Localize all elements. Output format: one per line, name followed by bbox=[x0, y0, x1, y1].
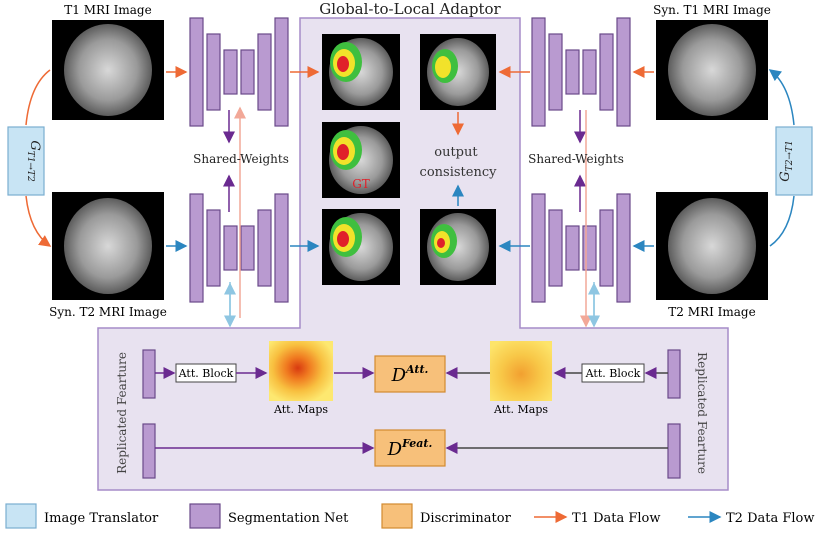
seg-output-t2 bbox=[322, 209, 400, 285]
att-map-left-label: Att. Maps bbox=[273, 403, 328, 416]
translator-t1-to-t2: GT1→T2 bbox=[7, 126, 45, 196]
legend-swatch-discriminator bbox=[381, 503, 413, 529]
syn-t2-image-label: Syn. T2 MRI Image bbox=[49, 305, 167, 319]
translator-right-in-arrow bbox=[769, 195, 795, 247]
seg-output-syn-t1 bbox=[420, 34, 496, 110]
att-map-left bbox=[269, 341, 333, 401]
segnet-right-top bbox=[531, 17, 631, 127]
discriminator-att-label: DAtt. bbox=[391, 363, 429, 386]
seg-output-t1 bbox=[322, 34, 400, 110]
discriminator-feat-label: DFeat. bbox=[387, 437, 433, 460]
segnet-right-bottom bbox=[531, 193, 631, 303]
replicated-feature-bar-right-top bbox=[667, 349, 681, 399]
shared-weights-left-label: Shared-Weights bbox=[193, 152, 289, 166]
segnet-left-bottom bbox=[189, 193, 289, 303]
replicated-feature-bar-right-bottom bbox=[667, 423, 681, 479]
legend-label-discriminator: Discriminator bbox=[420, 511, 512, 526]
legend-swatch-translator bbox=[5, 503, 37, 529]
translator-t2-to-t1: GT2→T1 bbox=[775, 126, 813, 196]
discriminator-feat bbox=[374, 429, 446, 467]
legend-label-t2flow: T2 Data Flow bbox=[726, 511, 815, 526]
att-map-right bbox=[490, 341, 552, 401]
replicated-feature-bar-left-top bbox=[142, 349, 156, 399]
segnet-left-top bbox=[189, 17, 289, 127]
t2-image-label: T2 MRI Image bbox=[668, 305, 755, 319]
replicated-feature-right: Replicated Fearture bbox=[695, 352, 709, 474]
output-consistency-label: output consistency bbox=[420, 145, 498, 180]
att-map-right-label: Att. Maps bbox=[493, 403, 548, 416]
gt-label: GT bbox=[352, 177, 370, 191]
shared-weights-right-label: Shared-Weights bbox=[528, 152, 624, 166]
translator-right-label: GT2→T1 bbox=[778, 140, 795, 181]
t1-image-label: T1 MRI Image bbox=[64, 3, 151, 17]
translator-right-out-arrow bbox=[768, 69, 795, 126]
adaptor-title: Global-to-Local Adaptor bbox=[319, 0, 501, 18]
legend-label-segnet: Segmentation Net bbox=[228, 511, 349, 526]
discriminator-att bbox=[374, 355, 446, 393]
replicated-feature-bar-left-bottom bbox=[142, 423, 156, 479]
legend-label-t1flow: T1 Data Flow bbox=[572, 511, 661, 526]
legend: Image Translator Segmentation Net Discri… bbox=[5, 503, 815, 529]
syn-t2-mri-image bbox=[52, 192, 164, 300]
legend-label-translator: Image Translator bbox=[44, 511, 159, 526]
replicated-feature-left: Replicated Fearture bbox=[115, 352, 129, 474]
t2-mri-image bbox=[656, 192, 768, 300]
t1-mri-image bbox=[52, 20, 164, 120]
seg-output-gt bbox=[322, 122, 400, 198]
seg-output-syn-t2 bbox=[420, 209, 496, 285]
legend-swatch-segnet bbox=[189, 503, 221, 529]
att-block-right-label: Att. Block bbox=[585, 367, 641, 380]
att-block-left-label: Att. Block bbox=[178, 367, 234, 380]
syn-t1-mri-image bbox=[656, 20, 768, 120]
translator-left-label: GT1→T2 bbox=[25, 140, 42, 182]
translator-left-out-arrow bbox=[25, 195, 52, 247]
translator-left-in-arrow bbox=[25, 69, 51, 126]
syn-t1-image-label: Syn. T1 MRI Image bbox=[653, 3, 771, 17]
